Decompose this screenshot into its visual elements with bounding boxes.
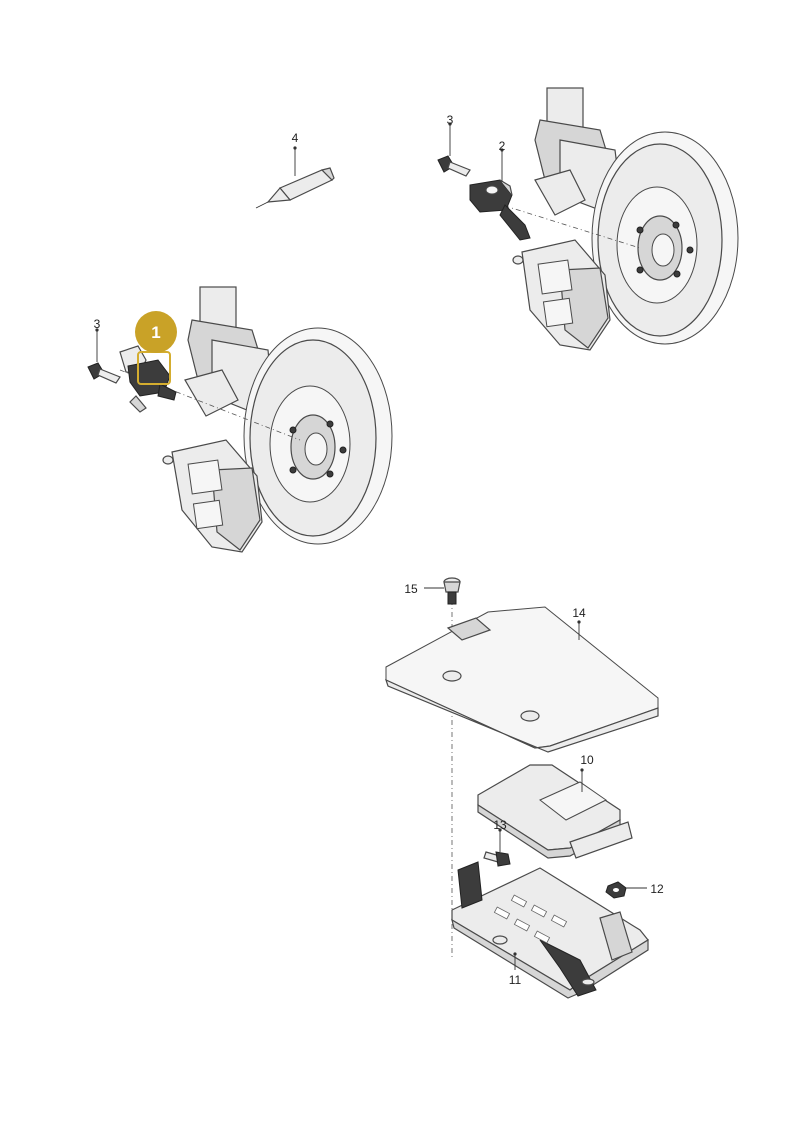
callout-14: 14	[572, 606, 586, 620]
callout-4: 4	[292, 131, 299, 145]
speed-sensor-part-2	[469, 148, 531, 241]
bracket-part-11	[451, 861, 649, 999]
callout-3-lower: 3	[94, 317, 101, 331]
speed-sensor-part-1	[119, 345, 177, 413]
bolt-part-3-lower	[87, 328, 121, 384]
callout-12: 12	[650, 882, 664, 896]
callout-13: 13	[493, 818, 507, 832]
grease-tube-part-4	[255, 146, 335, 209]
nut-part-12	[605, 881, 647, 899]
highlight-badge-label: 1	[151, 323, 160, 342]
callout-15: 15	[404, 582, 418, 596]
wheel-assembly-upper	[469, 87, 739, 351]
callout-10: 10	[580, 753, 594, 767]
highlight-badge[interactable]: 1	[135, 311, 177, 353]
callout-11: 11	[509, 973, 522, 987]
control-module-part-10	[477, 764, 633, 859]
callout-2: 2	[499, 139, 506, 153]
screw-part-15	[424, 577, 461, 605]
cover-plate-part-14	[384, 606, 659, 753]
callout-3-upper: 3	[447, 113, 454, 127]
bolt-part-3-upper	[437, 122, 471, 177]
bolt-part-13	[483, 828, 511, 867]
